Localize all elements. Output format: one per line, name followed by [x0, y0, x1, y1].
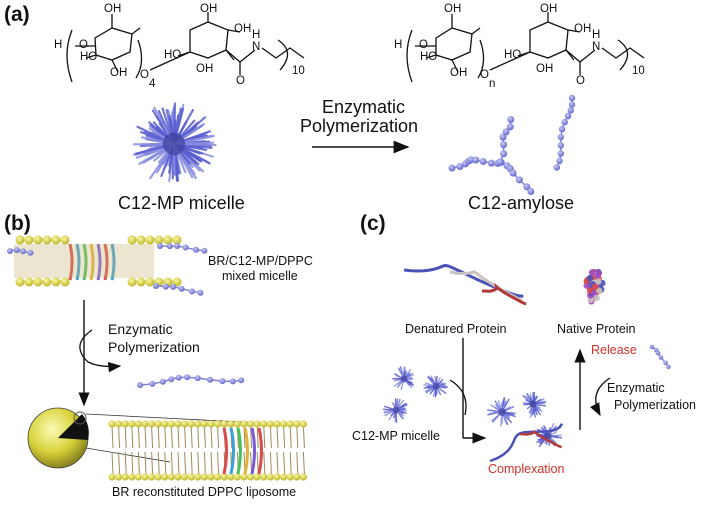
mixed-micelle-label-2: mixed micelle: [222, 269, 298, 283]
arrow-label-c-line2: Polymerization: [614, 398, 696, 412]
denatured-protein-illustration: [403, 264, 527, 306]
chem-nh-h-left: H: [252, 29, 261, 41]
panel-label-c: (c): [360, 212, 386, 235]
chem-amide-oh3-right: OH: [536, 63, 554, 75]
right-structure: [406, 12, 645, 83]
chem-amide-oh2-left: OH: [234, 23, 252, 35]
arrow-label-a-line1: Enzymatic: [322, 97, 406, 117]
denatured-protein-label: Denatured Protein: [405, 322, 507, 336]
chem-nh-h-right: H: [592, 29, 601, 41]
liposome-caption: BR reconstituted DPPC liposome: [112, 485, 297, 499]
caption-c12-amylose: C12-amylose: [468, 193, 575, 213]
amylose-strand-c: [649, 344, 671, 370]
chem-o-link-right: O: [480, 69, 489, 81]
amylose-strand-b: [137, 374, 245, 388]
chem-repeat-right: n: [489, 78, 496, 90]
release-label: Release: [591, 343, 637, 357]
panel-label-a: (a): [4, 3, 30, 26]
chem-carbonyl-o-left: O: [236, 75, 245, 87]
chem-amide-ho-right: HO: [504, 49, 522, 61]
chem-oh2-left: OH: [110, 67, 128, 79]
c12-amylose-strands: [448, 94, 576, 196]
chem-oh1-right: OH: [444, 3, 462, 15]
arrow-label-c-line1: Enzymatic: [607, 381, 665, 395]
chem-n-right: N: [592, 41, 601, 53]
protein-micelle-complex: [486, 391, 564, 463]
complexation-label: Complexation: [488, 462, 565, 476]
c12-mp-micelle-illustration: [132, 102, 217, 183]
chem-oh1-left: OH: [104, 3, 122, 15]
mixed-micelle-illustration: [7, 235, 208, 296]
liposome-cutaway: [58, 414, 89, 440]
chem-o-ring-right: O: [419, 39, 428, 51]
chem-amide-oh3-left: OH: [196, 63, 214, 75]
chem-oh2-right: OH: [450, 67, 468, 79]
left-structure: [66, 12, 305, 83]
chem-repeat-left: 4: [149, 78, 156, 90]
arrow-micelle-curve: [449, 379, 467, 416]
chem-o-link-left: O: [140, 69, 149, 81]
chem-n-left: N: [252, 41, 261, 53]
chem-amide-oh-right: OH: [540, 3, 558, 15]
chem-h-right: H: [394, 39, 403, 51]
chem-o-ring-left: O: [79, 39, 88, 51]
chem-carbonyl-o-right: O: [576, 75, 585, 87]
chem-h-left: H: [54, 39, 63, 51]
arrow-label-a-line2: Polymerization: [300, 116, 419, 136]
chem-amide-oh-left: OH: [200, 3, 218, 15]
arrow-label-b-line1: Enzymatic: [108, 321, 173, 337]
lipid-bilayer: [108, 420, 307, 481]
chem-ho-left: HO: [80, 51, 98, 63]
mixed-micelle-label-1: BR/C12-MP/DPPC: [208, 254, 313, 268]
chem-amide-oh2-right: OH: [574, 23, 592, 35]
c12-mp-micelles-c: [382, 366, 448, 423]
curved-arrow-b: [79, 329, 122, 373]
c12-mp-micelle-label-c: C12-MP micelle: [352, 429, 440, 443]
arrow-label-b-line2: Polymerization: [108, 339, 200, 355]
chem-amide-ho-left: HO: [164, 49, 182, 61]
chem-ho-right: HO: [420, 51, 438, 63]
native-protein-illustration: [583, 268, 606, 305]
curved-arrow-c: [589, 377, 611, 417]
native-protein-label: Native Protein: [557, 322, 636, 336]
chem-chain-repeat-right: 10: [632, 65, 645, 77]
panel-label-b: (b): [4, 212, 31, 235]
chem-chain-repeat-left: 10: [292, 65, 305, 77]
caption-c12-mp-micelle: C12-MP micelle: [118, 193, 245, 213]
